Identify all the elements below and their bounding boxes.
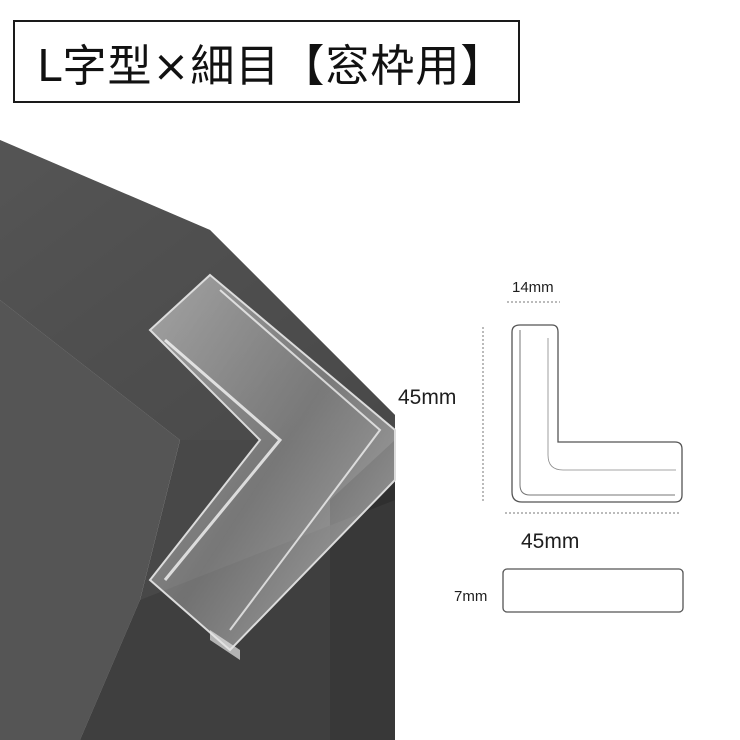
l-profile-inner-line bbox=[519, 330, 675, 496]
title-box: L字型×細目【窓枠用】 bbox=[13, 20, 520, 103]
l-profile-inner-corner bbox=[547, 338, 676, 471]
thickness-profile bbox=[502, 568, 684, 613]
guard-body bbox=[148, 273, 396, 652]
clear-corner-guard bbox=[148, 273, 396, 660]
l-profile-outline bbox=[511, 324, 683, 503]
title-text: L字型×細目【窓枠用】 bbox=[37, 40, 506, 92]
guard-highlight bbox=[219, 289, 382, 631]
dimension-label-14mm: 14mm bbox=[512, 279, 554, 296]
frame-inner-shadow bbox=[0, 300, 180, 740]
guard-bottom-lip bbox=[210, 630, 240, 660]
dimension-label-width: 45mm bbox=[521, 530, 580, 553]
guard-inner-edge bbox=[163, 338, 283, 581]
dimension-label-thickness: 7mm bbox=[454, 588, 488, 605]
technical-drawing bbox=[482, 301, 684, 613]
dimension-label-height: 45mm bbox=[398, 386, 457, 409]
